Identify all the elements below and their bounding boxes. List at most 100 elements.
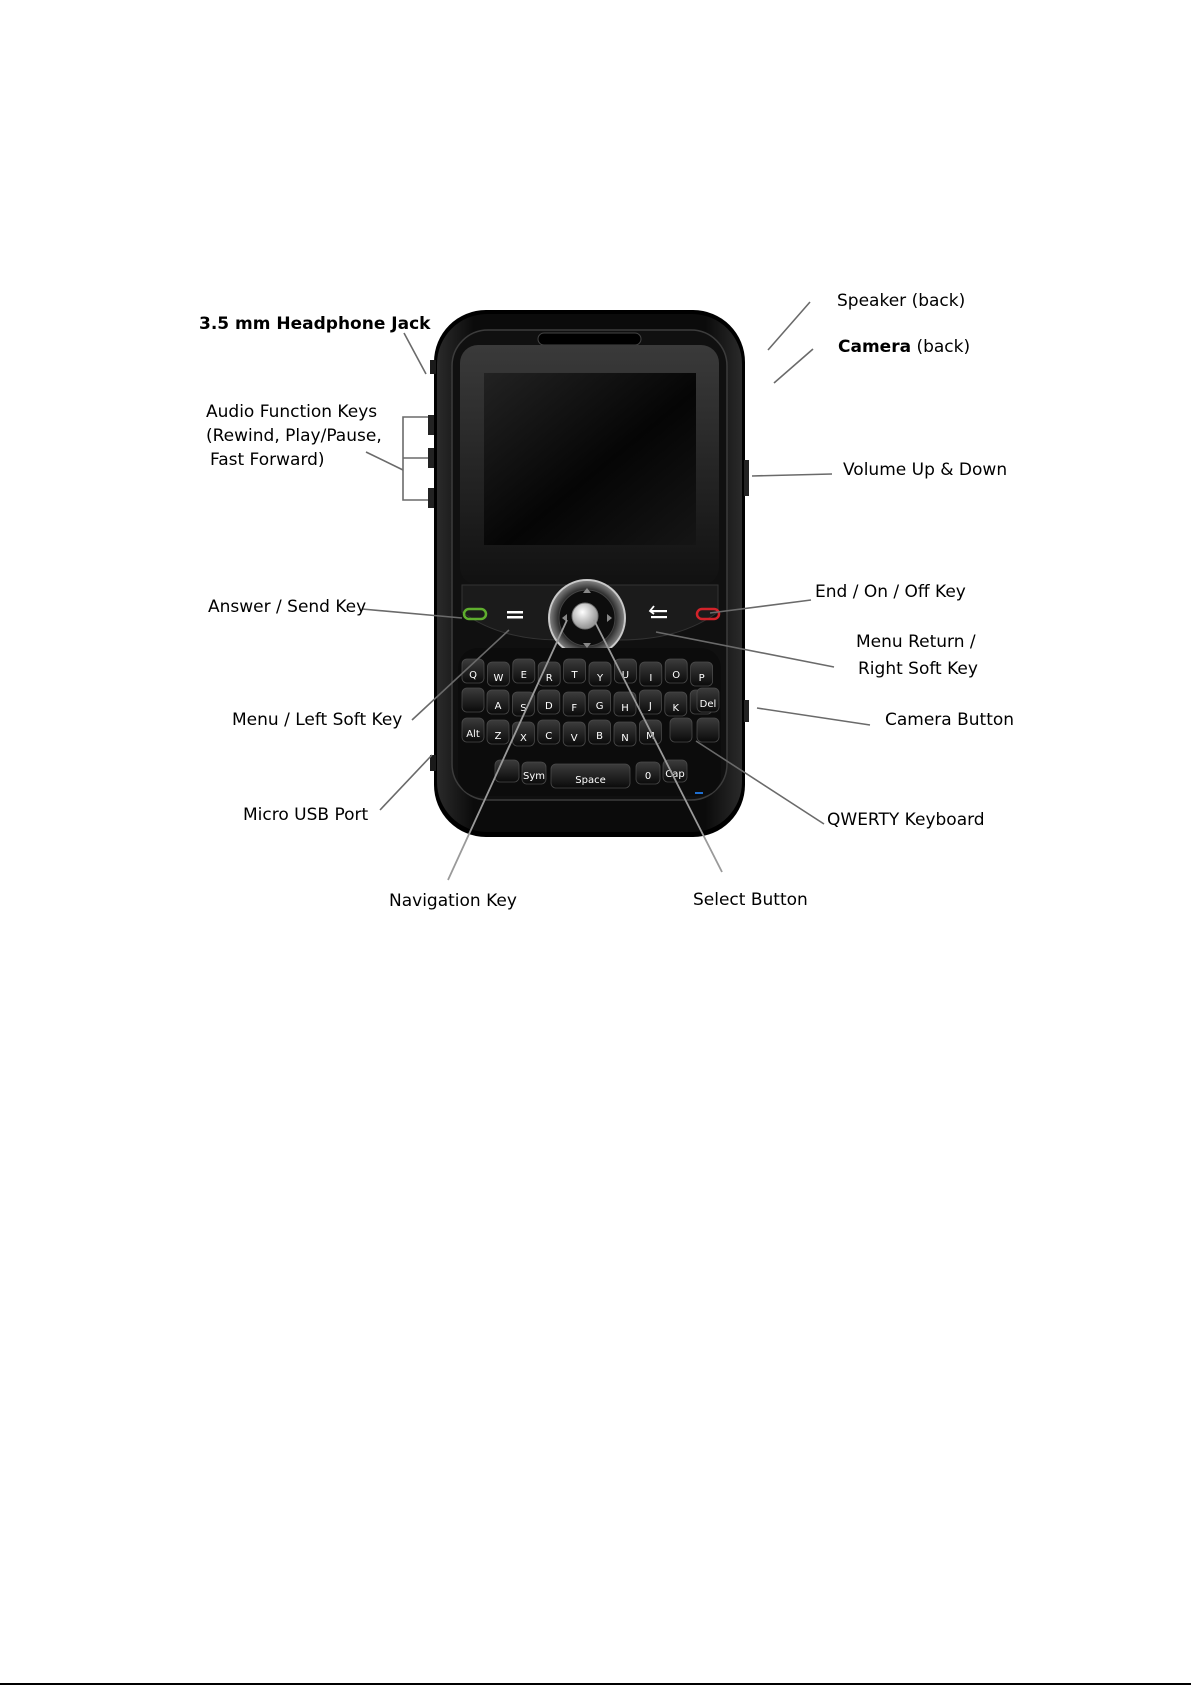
key-b-label: B [596, 731, 603, 742]
key-p[interactable]: P [690, 661, 713, 687]
end-key-icon[interactable] [695, 607, 721, 621]
key-del[interactable]: Del [696, 687, 720, 713]
key-blank-right[interactable] [669, 717, 693, 743]
audio-key-3[interactable] [428, 488, 434, 508]
key-h-label: H [621, 703, 629, 714]
key-r[interactable]: R [537, 661, 561, 687]
menu-soft-key-icon[interactable] [507, 611, 523, 619]
camera-back-label-main: Camera [838, 337, 911, 357]
nav-right-icon [607, 614, 612, 622]
key-w[interactable]: W [486, 661, 510, 687]
key-sym-label: Sym [523, 771, 545, 782]
key-d-label: D [545, 701, 553, 712]
nav-left-icon [562, 614, 567, 622]
page-bottom-rule [0, 1683, 1191, 1685]
key-k[interactable]: K [664, 691, 688, 717]
key-j-label: J [648, 701, 652, 712]
key-enter[interactable] [696, 717, 720, 743]
send-key-icon[interactable] [462, 607, 488, 621]
key-d[interactable]: D [537, 689, 561, 715]
key-0[interactable]: 0 [635, 761, 661, 785]
leader-lines [361, 301, 871, 881]
key-blank-left[interactable] [461, 687, 485, 713]
key-cap[interactable]: Cap [662, 759, 688, 783]
audio-keys-label-line2: (Rewind, Play/Pause, [206, 426, 382, 446]
camera-back-label: Camera (back) [838, 337, 970, 357]
key-space[interactable]: Space [550, 763, 631, 789]
key-del-label: Del [700, 699, 717, 710]
end-on-off-label: End / On / Off Key [815, 582, 966, 602]
navigation-key-label: Navigation Key [389, 891, 517, 911]
key-z[interactable]: Z [486, 719, 510, 745]
key-c[interactable]: C [537, 719, 561, 745]
audio-keys-label-line3: Fast Forward) [210, 450, 325, 470]
callout-labels: 3.5 mm Headphone Jack Audio Function Key… [199, 291, 1014, 911]
key-u[interactable]: U [614, 658, 637, 684]
key-n-label: N [621, 733, 628, 744]
earpiece [537, 332, 642, 346]
qwerty-label: QWERTY Keyboard [827, 810, 985, 830]
key-y[interactable]: Y [588, 661, 612, 687]
key-sym[interactable]: Sym [521, 761, 547, 785]
key-b[interactable]: B [588, 719, 611, 745]
key-v-label: V [571, 733, 578, 744]
key-alt-label: Alt [466, 729, 480, 740]
key-r-label: R [546, 673, 553, 684]
key-c-label: C [545, 731, 552, 742]
answer-send-label: Answer / Send Key [208, 597, 366, 617]
key-i-label: I [649, 673, 652, 684]
key-n[interactable]: N [613, 721, 637, 747]
key-v[interactable]: V [562, 721, 586, 747]
key-space-label: Space [575, 775, 605, 786]
key-o-label: O [672, 670, 680, 681]
key-k-label: K [673, 703, 680, 714]
key-u-label: U [622, 670, 629, 681]
camera-back-label-note: (back) [916, 337, 970, 357]
audio-key-2[interactable] [428, 448, 434, 468]
micro-usb-port [430, 755, 436, 771]
key-f-label: F [571, 703, 577, 714]
key-f[interactable]: F [562, 691, 586, 717]
key-g[interactable]: G [588, 689, 611, 715]
key-a-label: A [495, 701, 502, 712]
speaker-label-main: Speaker [837, 291, 906, 311]
key-e-label: E [521, 670, 527, 681]
camera-button-label: Camera Button [885, 710, 1014, 730]
key-w-label: W [493, 673, 503, 684]
key-s[interactable]: S [512, 691, 535, 717]
camera-side-key[interactable] [744, 700, 749, 722]
key-q[interactable]: Q [461, 658, 485, 684]
key-j[interactable]: J [639, 689, 662, 715]
volume-key[interactable] [744, 460, 749, 496]
key-o[interactable]: O [664, 658, 688, 684]
audio-key-1[interactable] [428, 415, 434, 435]
menu-return-label-line1: Menu Return / [856, 632, 976, 652]
key-g-label: G [596, 701, 604, 712]
audio-keys-label-line1: Audio Function Keys [206, 402, 377, 422]
key-s-label: S [520, 703, 526, 714]
select-button[interactable] [571, 602, 599, 630]
key-i[interactable]: I [639, 661, 663, 687]
screen [484, 373, 696, 545]
qwerty-keyboard: QWERTYUIOPASDFGHJKLDelAltZXCVBNMSymSpace… [461, 658, 720, 789]
select-button-label: Select Button [693, 890, 808, 910]
key-y-label: Y [596, 673, 604, 684]
key-p-label: P [699, 673, 705, 684]
key-t[interactable]: T [563, 658, 586, 684]
key-alt[interactable]: Alt [461, 717, 485, 743]
key-h[interactable]: H [613, 691, 637, 717]
speaker-label: Speaker (back) [837, 291, 965, 311]
micro-usb-label: Micro USB Port [243, 805, 368, 825]
headphone-jack [430, 360, 436, 374]
key-x-label: X [520, 733, 527, 744]
key-a[interactable]: A [486, 689, 510, 715]
key-cap-label: Cap [665, 769, 684, 780]
key-e[interactable]: E [512, 658, 536, 684]
key-q-label: Q [469, 670, 477, 681]
nav-down-icon [583, 643, 591, 648]
volume-label: Volume Up & Down [843, 460, 1007, 480]
status-led [695, 792, 703, 794]
headphone-jack-label: 3.5 mm Headphone Jack [199, 314, 431, 334]
key-z-label: Z [495, 731, 502, 742]
return-soft-key-icon[interactable] [648, 605, 667, 619]
